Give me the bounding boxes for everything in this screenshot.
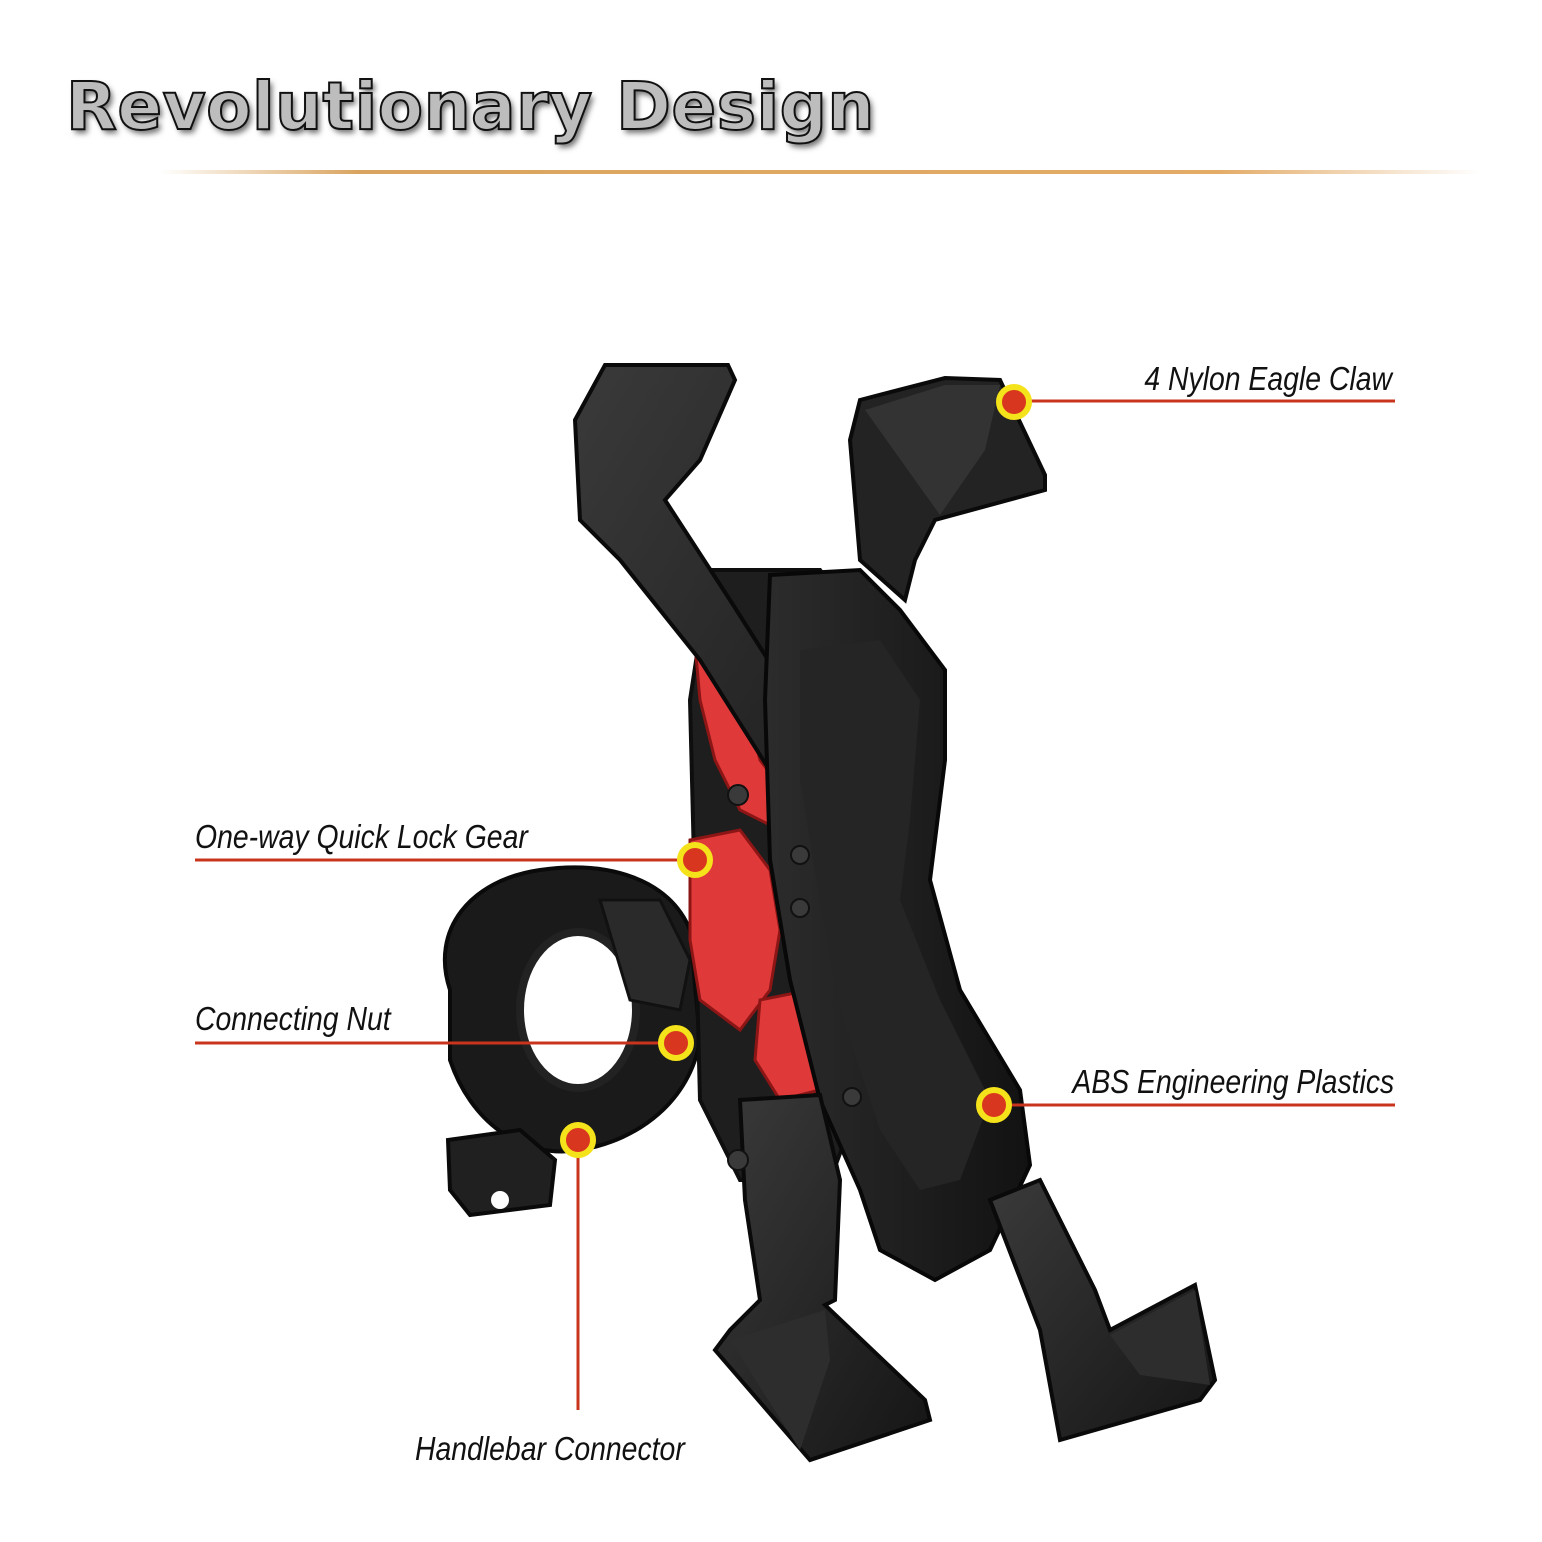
callout-label-abs-plastics: ABS Engineering Plastics bbox=[1072, 1063, 1394, 1100]
callout-label-connecting-nut: Connecting Nut bbox=[195, 1000, 391, 1037]
callout-dot-quick-lock-gear bbox=[677, 842, 713, 878]
callout-dot-eagle-claw bbox=[996, 384, 1032, 420]
callout-label-quick-lock-gear: One-way Quick Lock Gear bbox=[195, 818, 528, 855]
eagle-claw-bottom-left bbox=[712, 1092, 933, 1463]
callout-dots bbox=[560, 384, 1032, 1158]
handlebar-clamp bbox=[442, 865, 703, 1218]
callout-lines bbox=[195, 399, 1395, 1410]
callout-label-handlebar-connector: Handlebar Connector bbox=[415, 1430, 685, 1467]
title-divider bbox=[160, 170, 1480, 174]
page-title: Revolutionary Design bbox=[65, 67, 875, 146]
eagle-claw-top-right bbox=[847, 375, 1047, 604]
screw-bolts bbox=[727, 784, 862, 1171]
callout-dot-handlebar-connector bbox=[560, 1122, 596, 1158]
callout-label-eagle-claw: 4 Nylon Eagle Claw bbox=[1144, 360, 1392, 397]
callout-dot-abs-plastics bbox=[976, 1087, 1012, 1123]
eagle-claw-bottom-right bbox=[987, 1177, 1218, 1443]
callout-dot-connecting-nut bbox=[658, 1025, 694, 1061]
